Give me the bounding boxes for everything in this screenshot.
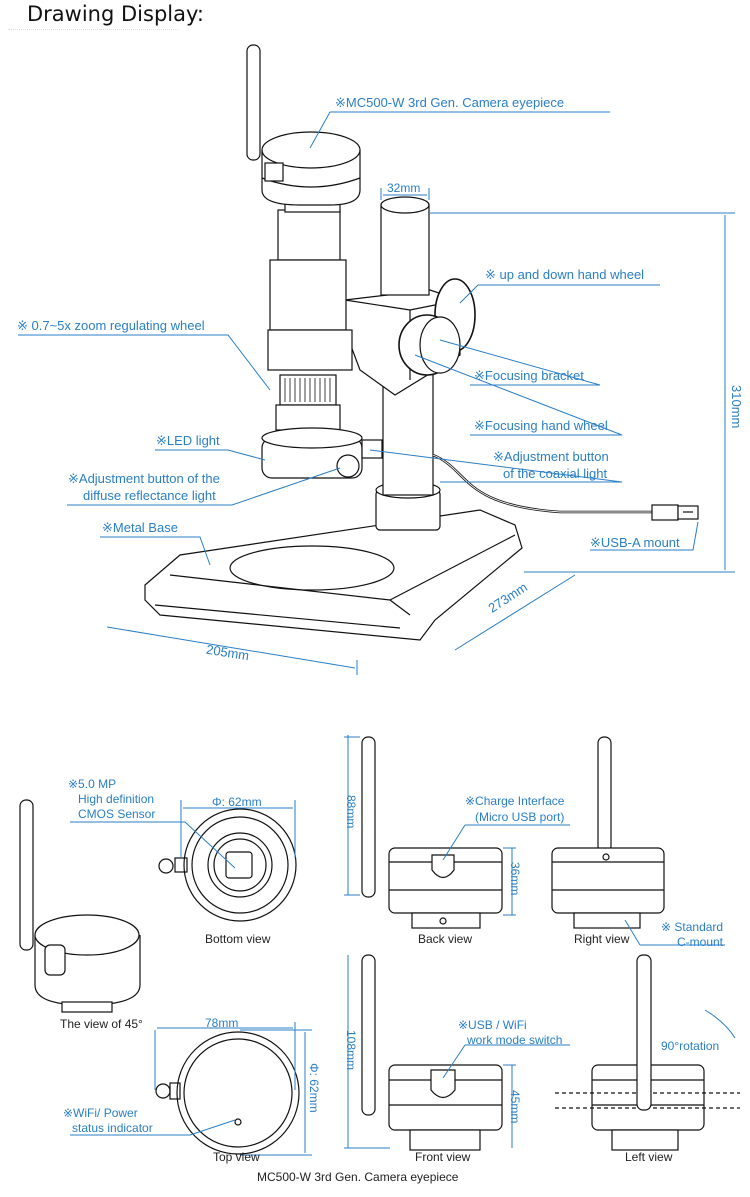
dim-total-height: 310mm — [729, 385, 744, 429]
callout-focusing-wheel: ※Focusing hand wheel — [474, 418, 608, 433]
coaxial-button — [361, 439, 383, 459]
callout-charge-line2: (Micro USB port) — [475, 810, 565, 824]
callout-coaxial-button-line2: of the coaxial light — [503, 466, 608, 481]
dim-front-total-height: 108mm — [344, 1030, 358, 1071]
callout-focusing-bracket: ※Focusing bracket — [474, 368, 584, 383]
caption-top-view: Top view — [213, 1150, 260, 1164]
dim-back-total-height: 88mm — [344, 795, 358, 829]
back-view-antenna — [361, 736, 376, 898]
dim-bottom-diameter: Φ: 62mm — [212, 795, 262, 809]
dim-front-body-height: 45mm — [508, 1090, 522, 1124]
callout-sensor-line1: ※5.0 MP — [68, 777, 117, 791]
callout-led-light: ※LED light — [156, 433, 220, 448]
callout-usb-a-mount: ※USB-A mount — [590, 535, 680, 550]
callout-sensor-line3: CMOS Sensor — [78, 807, 156, 821]
callout-rotation: 90°rotation — [661, 1039, 720, 1053]
caption-left-view: Left view — [625, 1150, 673, 1164]
stage-plate — [229, 545, 395, 591]
dim-back-body-height: 36mm — [508, 862, 522, 896]
caption-back-view: Back view — [418, 932, 473, 946]
caption-product-name: MC500-W 3rd Gen. Camera eyepiece — [257, 1170, 459, 1184]
front-view-antenna — [361, 954, 376, 1116]
callout-cmount-line1: ※ Standard — [661, 920, 724, 934]
callout-sensor-line2: High definition — [78, 792, 155, 806]
callout-switch-line1: ※USB / WiFi — [458, 1018, 527, 1032]
top-view-outer — [176, 1031, 300, 1155]
camera-leader-lines — [70, 735, 736, 1156]
zoom-body — [267, 329, 353, 371]
callout-diffuse-button-line1: ※Adjustment button of the — [68, 471, 220, 486]
dim-top-width: 78mm — [205, 1016, 239, 1030]
page-title: Drawing Display: — [27, 2, 204, 26]
dim-top-diameter: Φ: 62mm — [307, 1063, 321, 1113]
callout-metal-base: ※Metal Base — [102, 520, 178, 535]
right-view-body — [551, 847, 665, 914]
camera-top — [261, 131, 361, 169]
callout-diffuse-button-line2: diffuse reflectance light — [83, 488, 216, 503]
callout-indicator-line2: status indicator — [72, 1121, 153, 1135]
caption-front-view: Front view — [415, 1150, 471, 1164]
dim-eyepiece-diameter: 32mm — [387, 181, 421, 195]
callout-cmount-line2: C-mount — [677, 935, 724, 949]
leader-lines — [18, 111, 735, 675]
callout-up-down-wheel: ※ up and down hand wheel — [485, 267, 645, 282]
callout-indicator-line1: ※WiFi/ Power — [63, 1106, 138, 1120]
callout-switch-line2: work mode switch — [467, 1033, 563, 1047]
metal-base — [144, 509, 523, 641]
diffuse-button — [336, 454, 360, 478]
callout-camera-eyepiece: ※MC500-W 3rd Gen. Camera eyepiece — [335, 95, 565, 110]
microscope-illustration — [144, 44, 699, 641]
callout-charge-line1: ※Charge Interface — [465, 794, 565, 808]
title-divider — [8, 29, 178, 30]
caption-right-view: Right view — [574, 932, 630, 946]
iso-antenna — [19, 799, 34, 951]
camera-antenna — [246, 44, 261, 161]
callout-coaxial-button-line1: ※Adjustment button — [493, 449, 609, 464]
callout-zoom-wheel: ※ 0.7~5x zoom regulating wheel — [17, 318, 205, 333]
caption-iso-view: The view of 45° — [60, 1017, 143, 1031]
zoom-wheel — [279, 374, 337, 406]
camera-views-illustration — [19, 736, 740, 1155]
bottom-view-outer — [183, 808, 297, 922]
eyepiece-tube — [380, 204, 430, 296]
caption-bottom-view: Bottom view — [205, 932, 271, 946]
usb-plug — [651, 504, 679, 521]
